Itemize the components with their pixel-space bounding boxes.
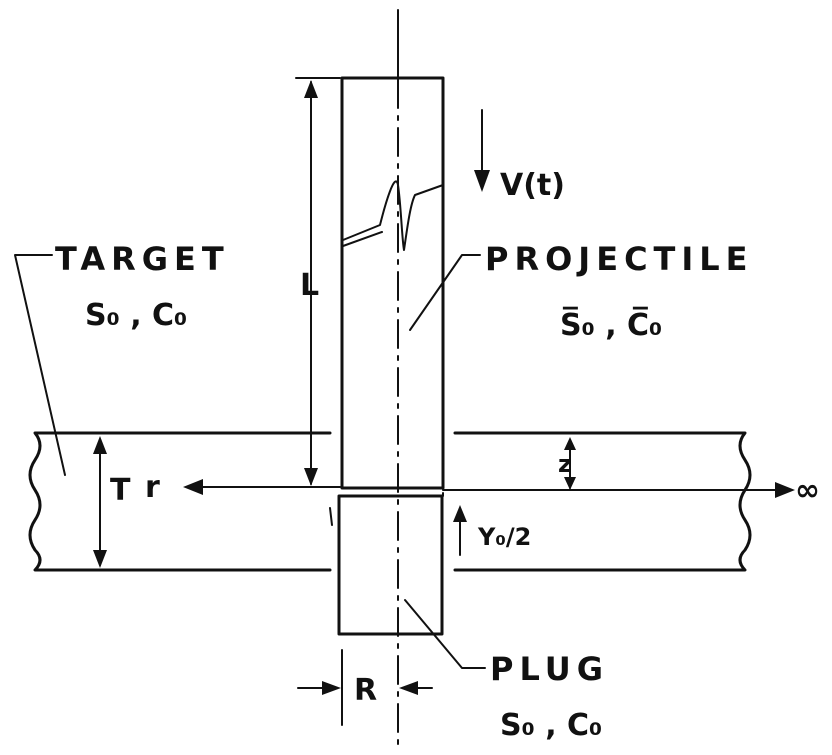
axial-axis-label: ∞ xyxy=(795,473,820,508)
offset-arrow-head xyxy=(453,505,467,522)
projectile-props: S̅₀ , C̅₀ xyxy=(560,307,662,343)
stress-wave-trail xyxy=(342,231,383,247)
length-arrow-top xyxy=(304,80,318,98)
target-label: TARGET xyxy=(55,240,230,278)
target-leader xyxy=(14,254,66,476)
z-arrow-bottom xyxy=(564,477,576,490)
target-right-block xyxy=(453,431,752,572)
target-left-block xyxy=(28,431,332,572)
z-label: z xyxy=(558,450,572,478)
radius-arrow-left xyxy=(322,681,341,695)
offset-label: Y₀/2 xyxy=(477,523,531,551)
axial-axis-arrow xyxy=(775,482,795,498)
length-arrow-bottom xyxy=(304,468,318,486)
target-props: S₀ , C₀ xyxy=(85,298,187,333)
velocity-arrow-head xyxy=(474,170,490,192)
radius-arrow-right xyxy=(399,681,418,695)
radial-label: r xyxy=(145,470,160,505)
z-arrow-top xyxy=(564,437,576,450)
thickness-label: T xyxy=(110,473,131,508)
stress-wave xyxy=(342,180,444,251)
plug-props: S₀ , C₀ xyxy=(500,708,602,743)
projectile-body xyxy=(340,76,445,490)
radial-arrow-head xyxy=(183,479,203,495)
thickness-arrow-bottom xyxy=(93,550,107,568)
gap-mark-left xyxy=(329,507,333,526)
projectile-label: PROJECTILE xyxy=(485,240,754,278)
velocity-label: V(t) xyxy=(500,168,565,203)
plug-body xyxy=(337,494,444,636)
plug-label: PLUG xyxy=(490,650,609,688)
projectile-leader xyxy=(409,254,481,331)
thickness-arrow-top xyxy=(93,436,107,454)
plug-leader xyxy=(404,599,486,669)
radius-label: R xyxy=(354,673,377,708)
length-label: L xyxy=(300,268,319,303)
